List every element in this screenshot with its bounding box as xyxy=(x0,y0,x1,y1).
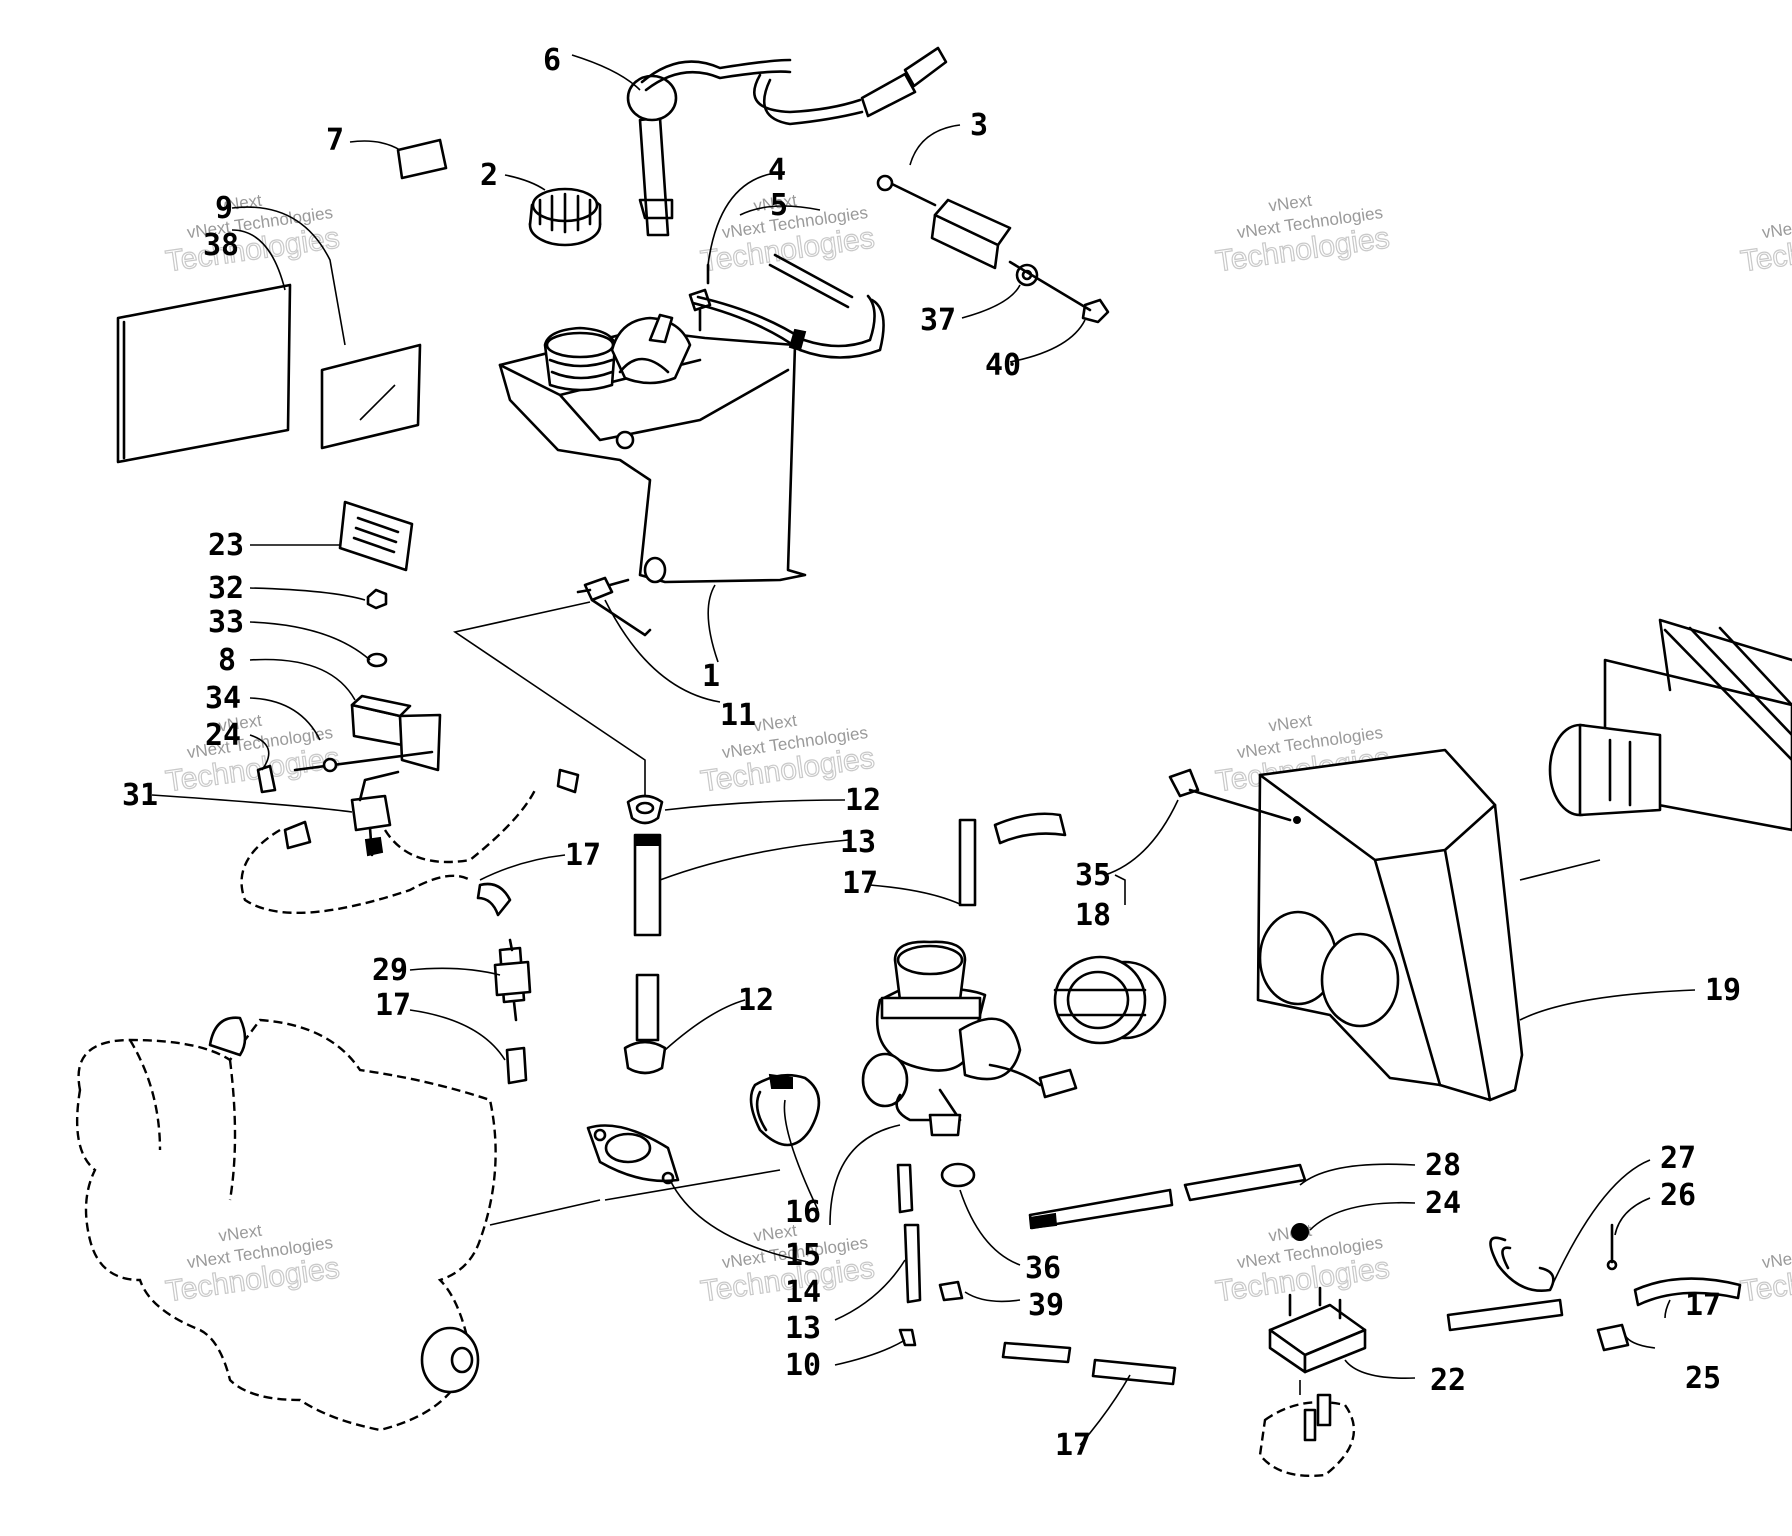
watermark-3: vNext vNext Technologies Technologies xyxy=(1213,191,1392,279)
watermark-1: vNext vNext Technologies Technologies xyxy=(163,191,342,279)
callout-6: 6 xyxy=(543,43,561,78)
callout-7: 7 xyxy=(326,123,344,158)
callout-12a: 12 xyxy=(845,783,881,818)
fuel-pump-part xyxy=(1258,1223,1367,1477)
svg-text:vNext: vNext xyxy=(1267,191,1313,216)
label-plate-part xyxy=(396,138,448,180)
vent-plate-part xyxy=(338,500,414,572)
callout-16: 16 xyxy=(785,1195,821,1230)
callout-4: 4 xyxy=(768,153,786,188)
center-hose-clamps xyxy=(623,794,667,1075)
fuel-cap-part xyxy=(528,187,602,247)
fuel-tank-part xyxy=(498,313,807,584)
callout-26: 26 xyxy=(1660,1178,1696,1213)
callout-37: 37 xyxy=(920,303,956,338)
callout-32: 32 xyxy=(208,571,244,606)
callout-11: 11 xyxy=(720,698,756,733)
callout-23: 23 xyxy=(208,528,244,563)
callout-3: 3 xyxy=(970,108,988,143)
small-decal-part xyxy=(320,343,422,450)
callout-17b: 17 xyxy=(375,988,411,1023)
upper-carb-hose xyxy=(958,812,1067,907)
callout-labels: 1 2 3 4 5 6 7 8 9 10 11 12 12 13 13 14 1… xyxy=(122,43,1741,1463)
svg-text:vNext: vNext xyxy=(1267,711,1313,736)
watermark-2: vNext vNext Technologies Technologies xyxy=(698,191,877,279)
callout-5: 5 xyxy=(770,188,788,223)
callout-35: 35 xyxy=(1075,858,1111,893)
callout-24a: 24 xyxy=(205,718,241,753)
decal-sheet-part xyxy=(116,283,292,464)
carburetor-part xyxy=(861,940,1078,1137)
intake-screen-part xyxy=(1519,618,1792,881)
svg-text:vNext Technologies: vNext Technologies xyxy=(1761,1233,1792,1272)
engine-outline xyxy=(75,1016,781,1432)
callout-19: 19 xyxy=(1705,973,1741,1008)
vent-fitting-part xyxy=(688,253,885,359)
valve-bracket-part xyxy=(256,588,442,857)
intake-clamp-part xyxy=(749,1073,821,1147)
callout-13b: 13 xyxy=(785,1311,821,1346)
carb-boot-part xyxy=(1053,955,1167,1045)
watermark-11: vNext vNext Technologies Technologies xyxy=(1738,1233,1792,1309)
callout-2: 2 xyxy=(480,158,498,193)
mount-bracket-part xyxy=(876,174,1110,324)
callout-15: 15 xyxy=(785,1238,821,1273)
callout-10: 10 xyxy=(785,1348,821,1383)
silencer-fastener-part xyxy=(1168,768,1292,822)
callout-22: 22 xyxy=(1430,1363,1466,1398)
level-sender-part xyxy=(626,46,948,237)
callout-27: 27 xyxy=(1660,1141,1696,1176)
callout-40: 40 xyxy=(985,348,1021,383)
pump-hoses-part xyxy=(1001,1277,1742,1386)
watermark-group: vNext vNext Technologies Technologies vN… xyxy=(163,191,1792,1309)
fuel-filter-part xyxy=(493,938,532,1085)
fuel-line-route xyxy=(453,601,646,800)
callout-9: 9 xyxy=(215,191,233,226)
callout-29: 29 xyxy=(372,953,408,988)
callout-24b: 24 xyxy=(1425,1186,1461,1221)
callout-31: 31 xyxy=(122,778,158,813)
svg-text:vNext: vNext xyxy=(217,1221,263,1246)
callout-17e: 17 xyxy=(1685,1288,1721,1323)
tank-fitting-part xyxy=(576,576,652,637)
leader-lines xyxy=(151,54,1696,1446)
callout-8: 8 xyxy=(218,643,236,678)
svg-text:vNext: vNext xyxy=(752,711,798,736)
callout-39: 39 xyxy=(1028,1288,1064,1323)
callout-25: 25 xyxy=(1685,1361,1721,1396)
callout-18: 18 xyxy=(1075,898,1111,933)
lower-hoses-part xyxy=(896,1162,1307,1347)
callout-17c: 17 xyxy=(842,866,878,901)
callout-1: 1 xyxy=(702,659,720,694)
fuel-hose-left xyxy=(240,768,580,917)
callout-17a: 17 xyxy=(565,838,601,873)
callout-13a: 13 xyxy=(840,825,876,860)
callout-36: 36 xyxy=(1025,1251,1061,1286)
watermark-4: vNext vNext Technologies Technologies xyxy=(1738,203,1792,279)
callout-34: 34 xyxy=(205,681,241,716)
clip-strap-part xyxy=(1489,1223,1630,1352)
callout-17d: 17 xyxy=(1055,1428,1091,1463)
callout-38: 38 xyxy=(203,228,239,263)
callout-14: 14 xyxy=(785,1275,821,1310)
air-silencer-part xyxy=(1256,748,1524,1102)
watermark-5: vNext vNext Technologies Technologies xyxy=(163,711,342,799)
watermark-8: vNext vNext Technologies Technologies xyxy=(163,1221,342,1309)
callout-28: 28 xyxy=(1425,1148,1461,1183)
svg-text:vNext Technologies: vNext Technologies xyxy=(1761,203,1792,242)
intake-flange-part xyxy=(586,1124,680,1185)
callout-12b: 12 xyxy=(738,983,774,1018)
callout-33: 33 xyxy=(208,605,244,640)
